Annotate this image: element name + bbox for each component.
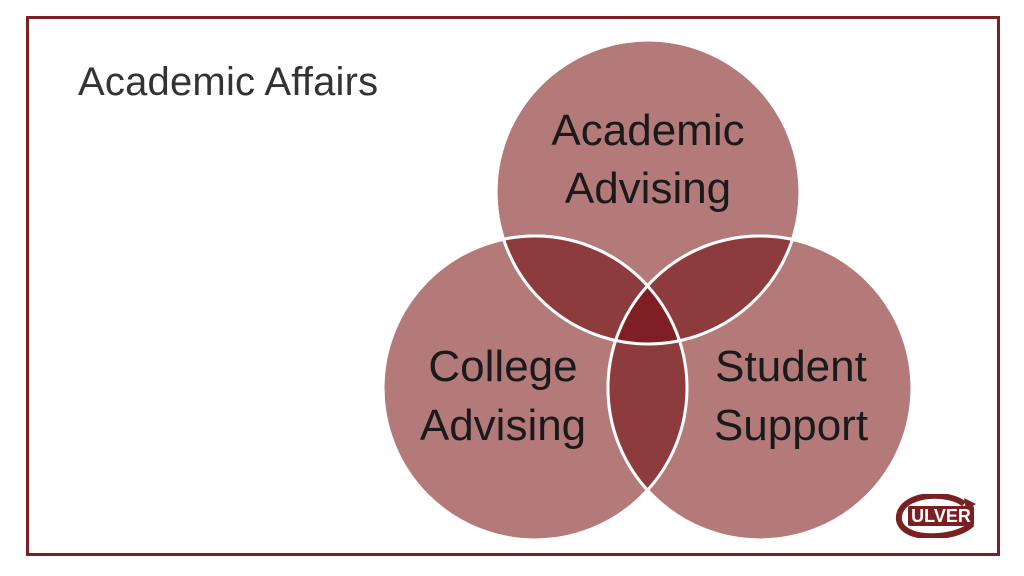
- logo-c-arc-icon: [895, 494, 975, 538]
- label-college-advising-line1: College: [428, 342, 577, 391]
- label-college-advising-line2: Advising: [420, 401, 586, 450]
- label-academic-advising-line1: Academic: [551, 106, 744, 155]
- logo-text: ULVER: [911, 506, 971, 526]
- slide-frame: [26, 16, 1000, 556]
- overlap-top-left: [496, 236, 687, 344]
- label-academic-advising-line2: Advising: [565, 164, 731, 213]
- culver-logo: ULVER: [895, 494, 976, 538]
- label-student-support-line2: Support: [714, 401, 868, 450]
- label-student-support-line1: Student: [715, 342, 867, 391]
- overlap-top-right: [608, 236, 800, 344]
- slide-title: Academic Affairs: [78, 60, 379, 104]
